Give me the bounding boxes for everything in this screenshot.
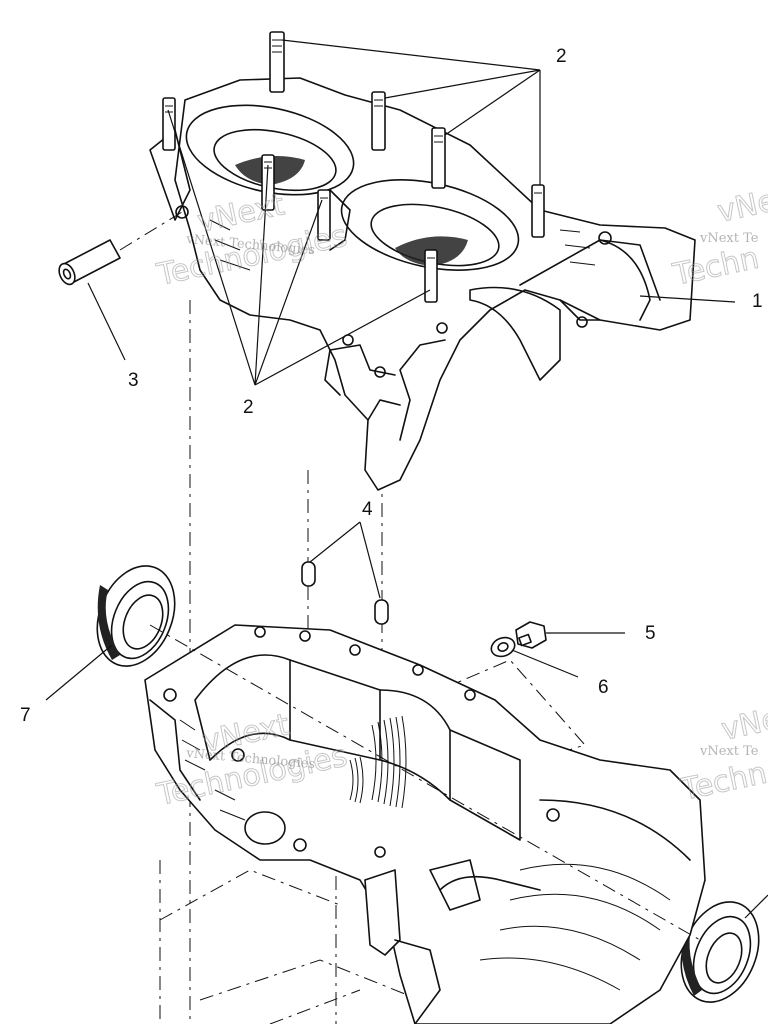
callout-2-bottom: 2 xyxy=(243,397,254,418)
watermark-big-8: vNe xyxy=(718,701,768,747)
watermark-6: vNext Te xyxy=(699,744,759,759)
watermark-big-7: vNe xyxy=(714,183,768,229)
watermark-4: vNext Te xyxy=(699,231,759,246)
callout-2-top: 2 xyxy=(556,46,567,67)
callout-4: 4 xyxy=(362,499,373,520)
dowel-pins-part-4 xyxy=(301,561,389,625)
callout-7: 7 xyxy=(20,705,31,726)
watermark-big-6: Techn xyxy=(677,756,768,808)
oil-seal-part-7 xyxy=(96,565,176,667)
lower-crankcase xyxy=(144,624,706,1024)
screw-part-5 xyxy=(515,621,547,649)
callout-5: 5 xyxy=(645,623,656,644)
leader-lines xyxy=(45,39,768,919)
callouts: 2 2 1 3 4 5 6 7 xyxy=(20,46,763,726)
callout-3: 3 xyxy=(128,370,139,391)
callout-1: 1 xyxy=(752,291,763,312)
upper-crankcase xyxy=(149,31,696,491)
cylinder-studs xyxy=(162,31,545,303)
washer-part-6 xyxy=(490,636,516,658)
bolt-part-3 xyxy=(58,239,121,286)
oil-seal-right xyxy=(680,901,760,1003)
callout-6: 6 xyxy=(598,677,609,698)
